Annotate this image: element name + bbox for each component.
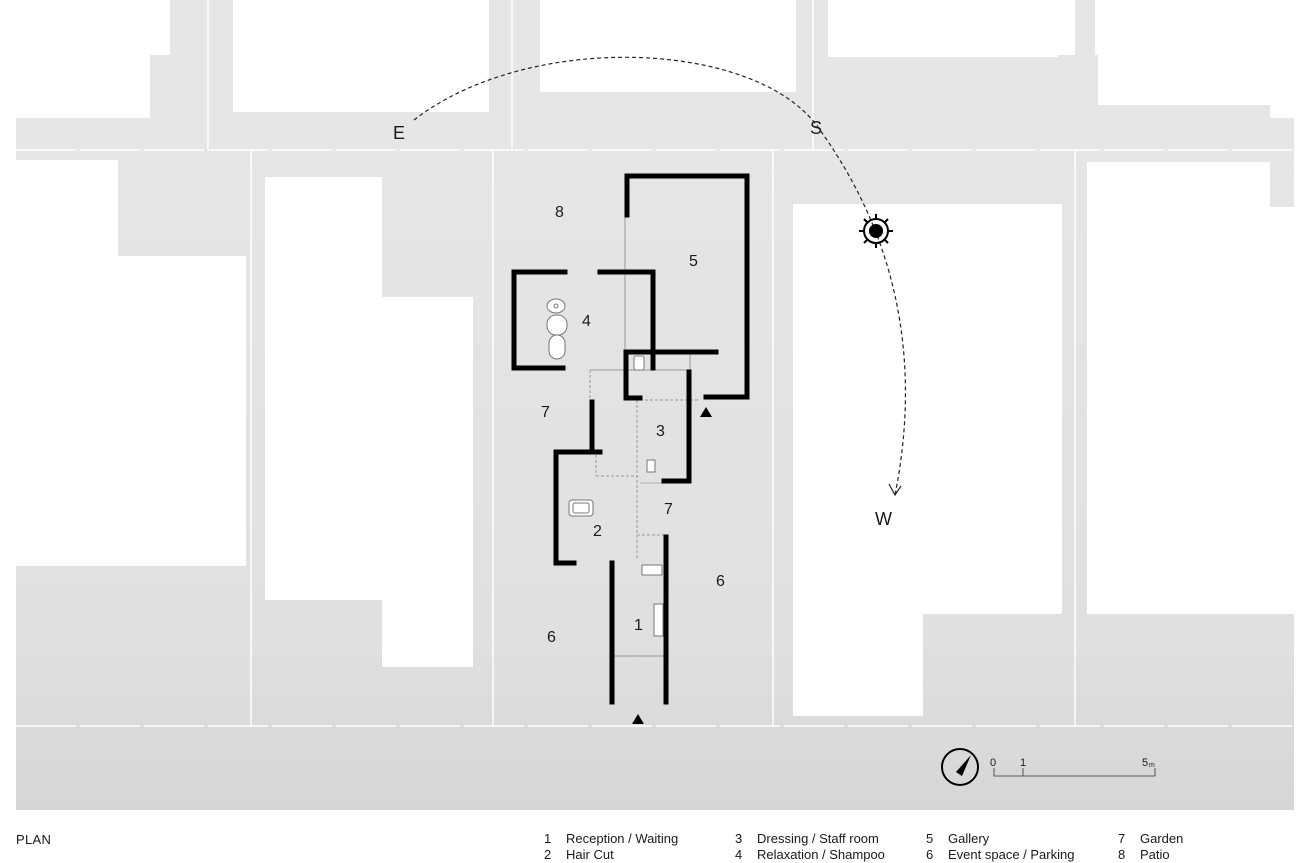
- scale-label-one: 1: [1020, 757, 1026, 769]
- room-label-3: 3: [656, 423, 665, 440]
- scale-label-unit: m: [1149, 762, 1155, 769]
- entrance-marker-upper: [700, 407, 712, 417]
- room-label-1: 1: [634, 617, 643, 634]
- sun-east-label: E: [393, 123, 405, 143]
- room-label-7-right: 7: [664, 501, 673, 518]
- scale-bar: 0 1 5 m: [990, 757, 1156, 777]
- plan-title: PLAN: [16, 832, 52, 847]
- building-blocks: [16, 0, 1300, 716]
- scale-label-five: 5: [1142, 757, 1148, 769]
- room-label-5: 5: [689, 253, 698, 270]
- sun-icon: [859, 214, 893, 248]
- entrance-markers: [632, 407, 712, 724]
- sun-path: E S W: [393, 56, 907, 529]
- sun-path-arrow-icon: [888, 483, 902, 497]
- room-label-8: 8: [555, 204, 564, 221]
- room-label-6-left: 6: [547, 629, 556, 646]
- road-lines: [16, 0, 1294, 727]
- room-label-7-left: 7: [541, 404, 550, 421]
- entrance-marker-lower: [632, 714, 644, 724]
- north-arrow-icon: [941, 748, 979, 786]
- room-label-6-right: 6: [716, 573, 725, 590]
- sun-west-label: W: [875, 509, 892, 529]
- room-label-2: 2: [593, 523, 602, 540]
- walls: [511, 173, 750, 705]
- room-label-4: 4: [582, 313, 591, 330]
- furniture: [546, 298, 664, 637]
- sun-south-label: S: [810, 118, 822, 138]
- room-labels: 1 2 3 4 5 6 6 7 7 8: [541, 204, 725, 646]
- scale-label-zero: 0: [990, 757, 996, 769]
